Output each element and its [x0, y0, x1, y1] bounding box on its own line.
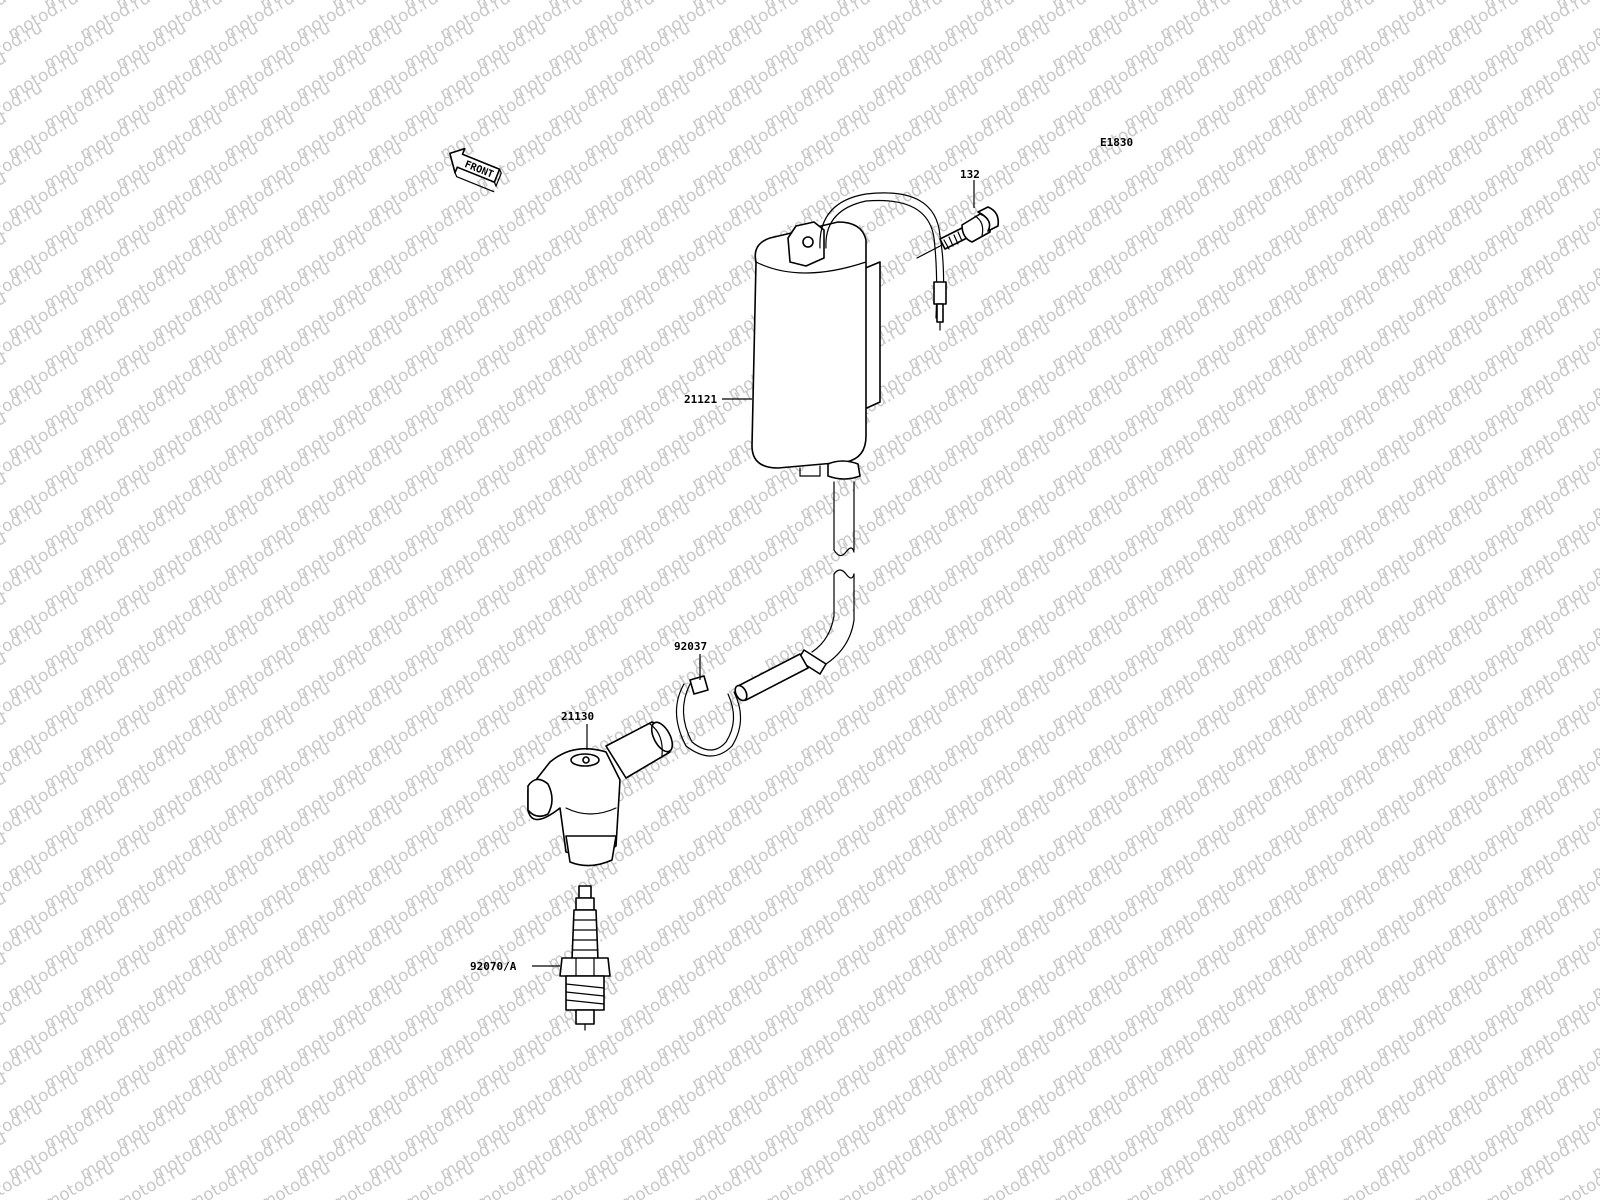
label-21121: 21121 [684, 393, 717, 406]
spark-plug-92070a [559, 885, 611, 1031]
plug-cap-21130 [527, 721, 674, 867]
diagram-code: E1830 [1100, 136, 1133, 149]
bolt-132 [916, 206, 1000, 259]
label-92070a: 92070/A [470, 960, 517, 973]
label-92037: 92037 [674, 640, 707, 653]
clamp-92037 [675, 675, 742, 757]
ignition-coil-21121 [734, 192, 947, 702]
label-132: 132 [960, 168, 980, 181]
label-21130: 21130 [561, 710, 594, 723]
